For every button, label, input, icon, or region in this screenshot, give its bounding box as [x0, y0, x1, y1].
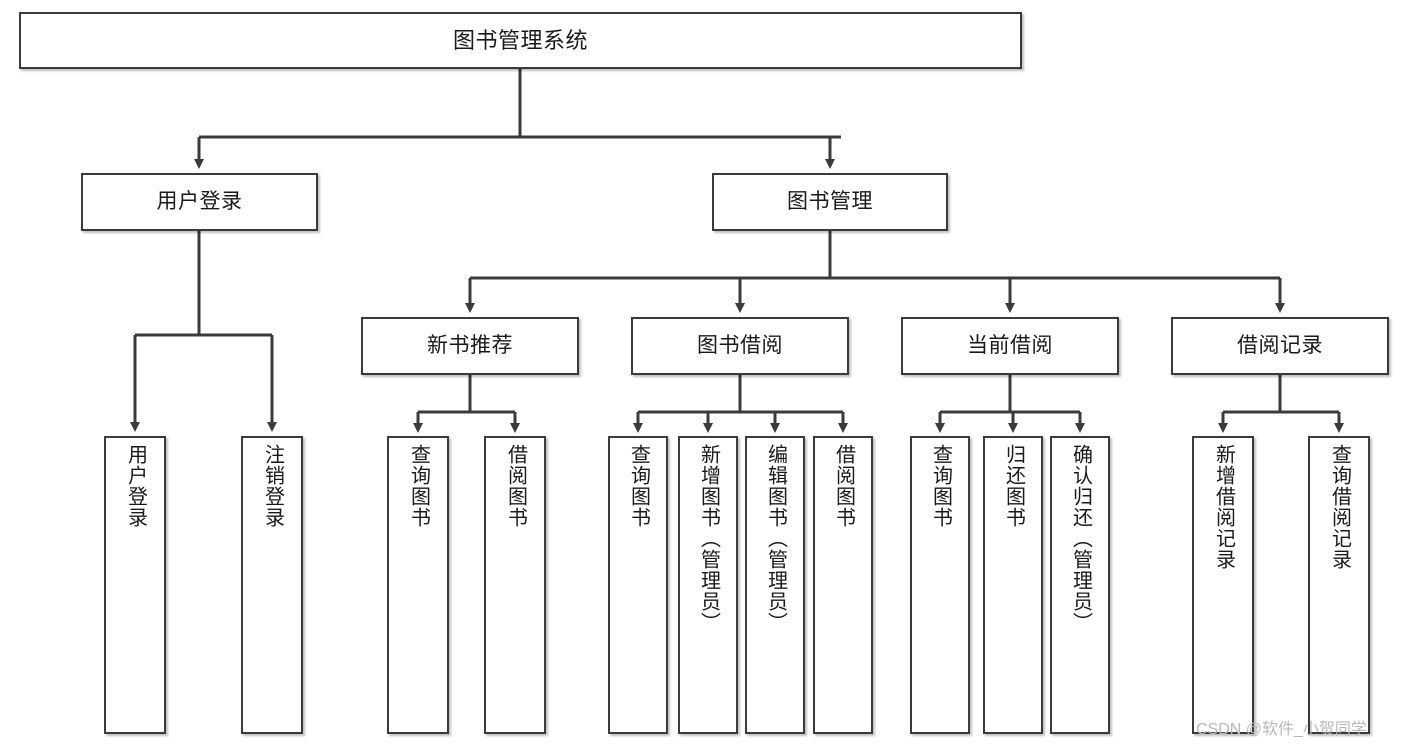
node-leaf-borrow-add-label: 新增图书（管理员）: [697, 444, 720, 633]
node-leaf-borrow-query[interactable]: 查询图书: [608, 436, 668, 734]
node-current-borrow-label: 当前借阅: [967, 333, 1053, 357]
node-leaf-user-login[interactable]: 用户登录: [104, 436, 166, 734]
node-leaf-cur-query[interactable]: 查询图书: [910, 436, 970, 734]
node-book-borrow[interactable]: 图书借阅: [631, 317, 849, 375]
node-leaf-cur-confirm-label: 确认归还（管理员）: [1069, 444, 1092, 633]
node-leaf-user-logout[interactable]: 注销登录: [241, 436, 303, 734]
node-leaf-rec-query-label: 查询图书: [407, 444, 430, 528]
node-leaf-rec-query2-label: 查询借阅记录: [1328, 444, 1351, 570]
node-user-login[interactable]: 用户登录: [81, 173, 318, 231]
node-leaf-borrow-query-label: 查询图书: [627, 444, 650, 528]
node-book-manage-label: 图书管理: [787, 189, 873, 213]
node-user-login-label: 用户登录: [156, 189, 243, 213]
node-book-manage[interactable]: 图书管理: [712, 173, 948, 231]
node-leaf-cur-query-label: 查询图书: [929, 444, 952, 528]
node-leaf-borrow-do[interactable]: 借阅图书: [813, 436, 873, 734]
node-root-label: 图书管理系统: [452, 27, 588, 53]
node-current-borrow[interactable]: 当前借阅: [901, 317, 1119, 375]
node-leaf-rec-add-label: 新增借阅记录: [1212, 444, 1235, 570]
node-leaf-rec-borrow[interactable]: 借阅图书: [484, 436, 546, 734]
node-new-book-rec-label: 新书推荐: [427, 333, 513, 357]
node-leaf-rec-query[interactable]: 查询图书: [387, 436, 449, 734]
csdn-watermark: CSDN @软件_小贺同学: [1196, 721, 1367, 738]
node-book-borrow-label: 图书借阅: [697, 333, 783, 357]
node-leaf-rec-borrow-label: 借阅图书: [504, 444, 527, 528]
node-leaf-user-login-label: 用户登录: [124, 444, 147, 528]
node-leaf-borrow-edit-label: 编辑图书（管理员）: [764, 444, 787, 633]
node-root[interactable]: 图书管理系统: [19, 12, 1022, 69]
node-leaf-rec-query2[interactable]: 查询借阅记录: [1308, 436, 1370, 734]
node-leaf-cur-confirm[interactable]: 确认归还（管理员）: [1050, 436, 1110, 734]
node-borrow-record-label: 借阅记录: [1237, 333, 1323, 357]
node-borrow-record[interactable]: 借阅记录: [1171, 317, 1389, 375]
node-leaf-borrow-edit[interactable]: 编辑图书（管理员）: [745, 436, 805, 734]
node-leaf-cur-return-label: 归还图书: [1002, 444, 1025, 528]
node-leaf-cur-return[interactable]: 归还图书: [983, 436, 1043, 734]
node-leaf-borrow-do-label: 借阅图书: [832, 444, 855, 528]
node-new-book-rec[interactable]: 新书推荐: [361, 317, 579, 375]
node-leaf-rec-add[interactable]: 新增借阅记录: [1192, 436, 1254, 734]
node-leaf-user-logout-label: 注销登录: [261, 444, 284, 528]
node-leaf-borrow-add[interactable]: 新增图书（管理员）: [678, 436, 738, 734]
